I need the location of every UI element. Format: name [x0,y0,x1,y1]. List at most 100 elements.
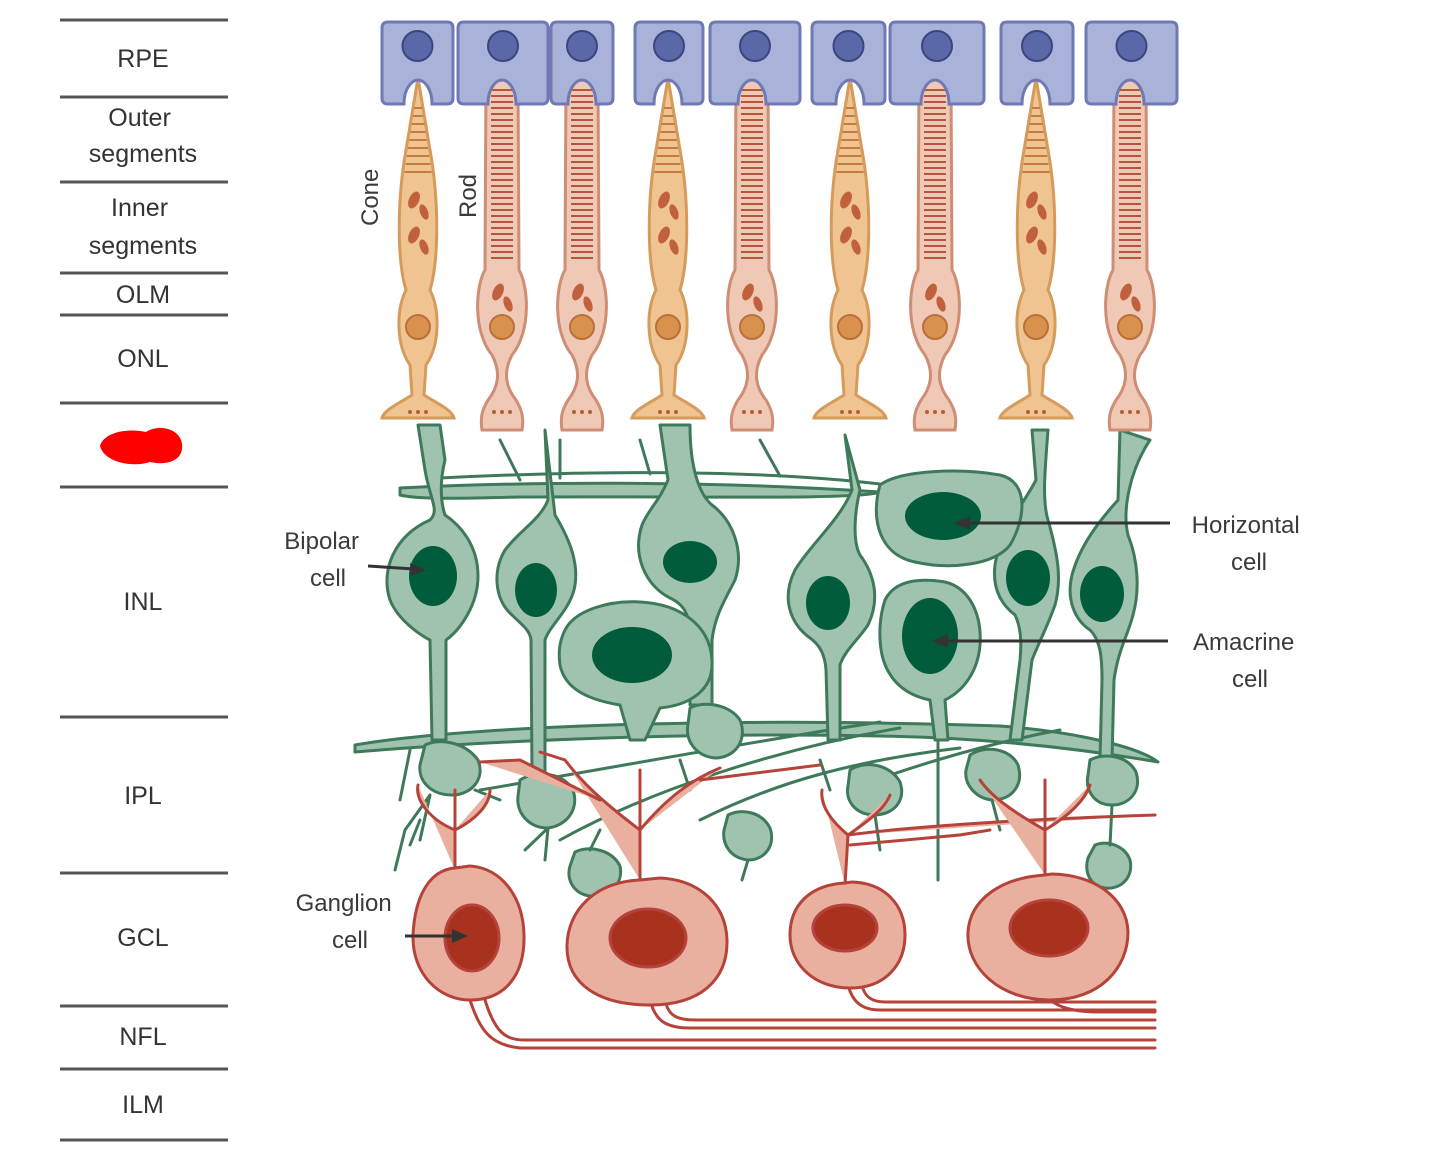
ganglion-dendrite [478,750,822,882]
cone-label: Cone [357,169,384,226]
mitochondrion [1120,283,1132,301]
synaptic-vesicle [500,410,504,414]
rpe-nucleus [1021,30,1053,62]
bipolar-nucleus [1080,566,1124,622]
layer-label-gcl: GCL [117,924,169,952]
mitochondrion [658,226,670,244]
mitochondrion [669,204,679,220]
mitochondrion [658,191,670,209]
synaptic-vesicle [580,410,584,414]
synaptic-vesicle [856,410,860,414]
synaptic-vesicle [492,410,496,414]
horizontal-cell-label: Horizontal cell [1192,512,1307,576]
rod-nucleus [489,314,515,340]
horizontal-cell-process [398,481,882,500]
rpe-cells [380,20,1179,106]
layer-label-outer-segments: Outer segments [89,104,197,168]
synaptic-vesicle [674,410,678,414]
synaptic-vesicle [1042,410,1046,414]
cone-nucleus [655,314,681,340]
synaptic-vesicle [416,410,420,414]
synaptic-vesicle [408,410,412,414]
inner-nuclear-nuclei [409,492,1124,683]
layer-label-olm: OLM [116,281,170,309]
cell-annotations: Cone Rod Bipolar cell Horizontal cell Am… [284,169,1307,954]
rpe-nucleus [566,30,598,62]
synaptic-vesicle [572,410,576,414]
rod-cell-outline [726,78,778,432]
mitochondrion [840,191,852,209]
rod-cell-outline [909,78,961,432]
cone-photoreceptor [998,77,1074,420]
layer-label-inl: INL [124,588,163,616]
mitochondrion [1026,191,1038,209]
synaptic-vesicle [658,410,662,414]
synaptic-vesicle [1136,410,1140,414]
layer-label-onl: ONL [117,345,169,373]
photoreceptor-row [380,77,1156,432]
rpe-nucleus [487,30,519,62]
ganglion-arrowhead [452,929,468,943]
cone-nucleus [1023,314,1049,340]
mitochondrion [1026,226,1038,244]
rpe-cell [810,20,887,106]
bipolar-nucleus [1006,550,1050,606]
horizontal-arrowhead [954,516,970,530]
ganglion-axon [1048,998,1157,1014]
cone-cell-outline [380,77,456,420]
synaptic-vesicle [424,410,428,414]
horizontal-cell-process [438,438,882,486]
ganglion-dendrite [416,783,492,872]
mitochondrion [572,283,584,301]
bipolar-axon-terminal [1085,841,1133,890]
ganglion-axon [468,998,1157,1050]
synaptic-vesicle [508,410,512,414]
ganglion-dendrite [848,778,1092,877]
ganglion-axon [648,998,1157,1030]
rpe-cell-body [1084,20,1179,106]
rpe-cell [888,20,986,106]
layer-label-ipl: IPL [124,782,162,810]
ganglion-cell-label: Ganglion cell [296,890,399,954]
synaptic-vesicle [1120,410,1124,414]
rpe-cell-body [810,20,887,106]
horizontal-cell-nucleus [905,492,981,540]
ganglion-cell-nucleus [443,903,501,973]
bipolar-nucleus [515,563,557,617]
rpe-cell [1084,20,1179,106]
mitochondrion [1131,296,1141,312]
rod-label: Rod [455,174,482,218]
ipl-plexus [478,720,1062,842]
rpe-nucleus [832,30,865,62]
cone-photoreceptor [812,77,888,420]
rod-nucleus [1117,314,1143,340]
bipolar-nucleus [663,541,717,583]
rod-photoreceptor [909,78,961,432]
mitochondrion [419,204,429,220]
rpe-cell-body [380,20,455,106]
rpe-cell [999,20,1075,106]
layer-label-inner-segments: Inner segments [89,194,197,260]
rpe-cell-body [456,20,550,106]
synaptic-vesicle [588,410,592,414]
mitochondrion [503,296,513,312]
amacrine-arrowhead [932,634,948,648]
bipolar-axon-terminal [1085,754,1139,807]
mitochondrion [492,283,504,301]
layer-label-rpe: RPE [117,45,168,73]
ganglion-cell-nucleus [608,907,688,969]
mitochondrion [1037,204,1047,220]
mitochondrion [419,239,429,255]
amacrine-cell-label: Amacrine cell [1193,629,1301,693]
rpe-cell [380,20,455,106]
bipolar-arrowhead [410,563,426,576]
bipolar-axon-terminal [845,763,903,817]
mitochondrion [936,296,946,312]
synaptic-vesicle [1034,410,1038,414]
bipolar-axon-terminal [418,740,482,797]
amacrine-cell-nucleus [592,627,672,683]
bipolar-pointer-arrow [367,564,415,571]
rod-cell-outline [1104,78,1156,432]
ganglion-cells [411,750,1157,1050]
